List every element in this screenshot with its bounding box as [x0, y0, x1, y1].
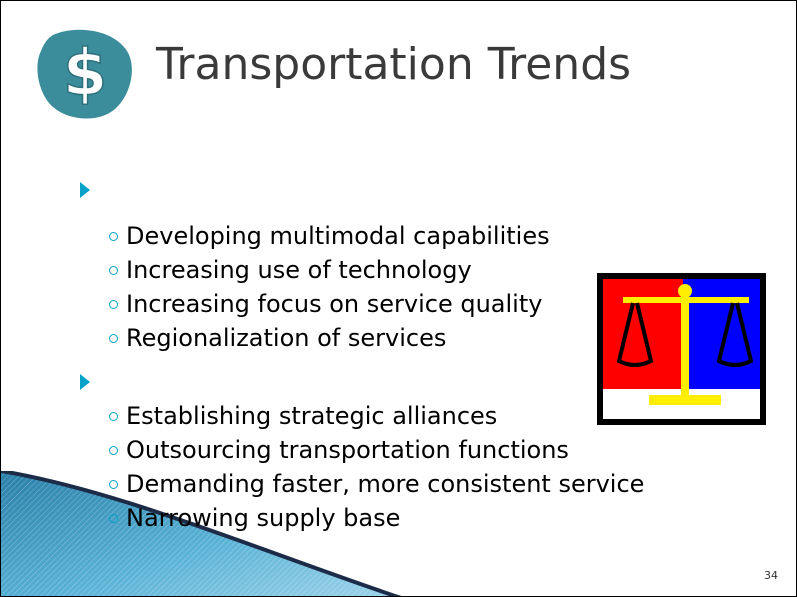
list-item: Narrowing supply base: [109, 500, 400, 536]
bullet-ring-icon: [109, 514, 118, 523]
arrow-bullet-icon: [80, 374, 90, 390]
list-item-text: Establishing strategic alliances: [126, 402, 498, 430]
list-item: Increasing focus on service quality: [109, 286, 542, 322]
bullet-ring-icon: [109, 412, 118, 421]
balance-scale-icon: [597, 273, 766, 425]
list-item: Outsourcing transportation functions: [109, 432, 569, 468]
arrow-bullet-icon: [80, 182, 90, 198]
bullet-ring-icon: [109, 334, 118, 343]
list-item-text: Demanding faster, more consistent servic…: [126, 470, 645, 498]
list-item-text: Developing multimodal capabilities: [126, 222, 550, 250]
svg-text:$: $: [63, 37, 108, 111]
list-item-text: Narrowing supply base: [126, 504, 401, 532]
list-item: Establishing strategic alliances: [109, 398, 497, 434]
page-number: 34: [764, 569, 778, 582]
list-item-text: Outsourcing transportation functions: [126, 436, 569, 464]
list-item-text: Regionalization of services: [126, 324, 447, 352]
bullet-ring-icon: [109, 232, 118, 241]
list-item: Regionalization of services: [109, 320, 446, 356]
bullet-ring-icon: [109, 480, 118, 489]
bullet-ring-icon: [109, 300, 118, 309]
corner-decoration: [1, 471, 401, 596]
bullet-ring-icon: [109, 446, 118, 455]
bullet-ring-icon: [109, 266, 118, 275]
list-item: Demanding faster, more consistent servic…: [109, 466, 644, 502]
list-item: Increasing use of technology: [109, 252, 472, 288]
dollar-sign-icon: $: [37, 29, 132, 119]
slide-title: Transportation Trends: [156, 39, 632, 90]
list-item-text: Increasing focus on service quality: [126, 290, 543, 318]
list-item-text: Increasing use of technology: [126, 256, 472, 284]
list-item: Developing multimodal capabilities: [109, 218, 550, 254]
